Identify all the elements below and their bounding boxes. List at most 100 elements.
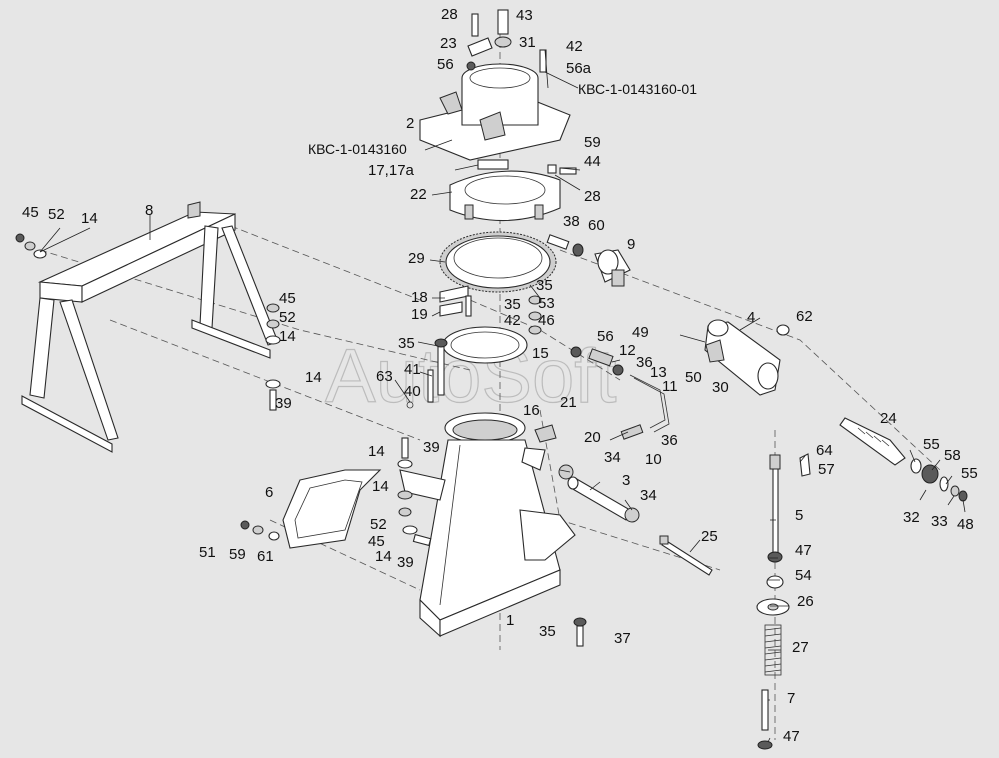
callout-l52b: 52 — [279, 309, 296, 326]
callout-l42a: 42 — [566, 38, 583, 55]
callout-l6: 6 — [265, 484, 273, 501]
callout-l56b: 56а — [566, 60, 592, 77]
part-2-cover — [419, 63, 571, 161]
callout-l28a: 28 — [441, 6, 458, 23]
part-3-shaft — [558, 464, 640, 523]
callout-l56a: 56 — [437, 56, 454, 73]
code-label-00: КВС-1-0143160 — [308, 141, 407, 157]
callout-l54: 54 — [795, 567, 812, 584]
callout-l55a: 55 — [923, 436, 940, 453]
callout-l46: 46 — [538, 312, 555, 329]
callout-l60: 60 — [588, 217, 605, 234]
callout-l14f: 14 — [375, 548, 392, 565]
callout-l41: 41 — [404, 361, 421, 378]
callout-l36b: 36 — [661, 432, 678, 449]
part-8-frame — [21, 201, 279, 453]
callout-l59a: 59 — [584, 134, 601, 151]
callout-l25: 25 — [701, 528, 718, 545]
callout-l19: 19 — [411, 306, 428, 323]
callout-l10: 10 — [645, 451, 662, 468]
code-label-01: КВС-1-0143160-01 — [578, 81, 697, 97]
callout-l53: 53 — [538, 295, 555, 312]
part-6-cover-plate — [282, 469, 382, 549]
callout-l52a: 52 — [48, 206, 65, 223]
callout-l17: 17,17а — [368, 162, 415, 179]
callout-l56c: 56 — [597, 328, 614, 345]
callout-l20: 20 — [584, 429, 601, 446]
callout-l24: 24 — [880, 410, 897, 427]
part-5-rod-assembly — [756, 453, 811, 750]
callout-l62: 62 — [796, 308, 813, 325]
callout-l38: 38 — [563, 213, 580, 230]
parts-18-19-plates — [439, 285, 542, 335]
callout-l3: 3 — [622, 472, 630, 489]
callout-l29: 29 — [408, 250, 425, 267]
callout-l1: 1 — [506, 612, 514, 629]
callout-l47b: 47 — [783, 728, 800, 745]
callout-l9: 9 — [627, 236, 635, 253]
callout-l35d: 35 — [539, 623, 556, 640]
leader-lines — [39, 49, 966, 743]
callout-l51: 51 — [199, 544, 216, 561]
callout-l37: 37 — [614, 630, 631, 647]
callout-l39c: 39 — [397, 554, 414, 571]
callout-l14e: 14 — [372, 478, 389, 495]
part-25-bolt — [659, 535, 713, 576]
callout-l42b: 42 — [504, 312, 521, 329]
callout-l59b: 59 — [229, 546, 246, 563]
callout-l49: 49 — [632, 324, 649, 341]
callout-l16: 16 — [523, 402, 540, 419]
callout-l14d: 14 — [368, 443, 385, 460]
callout-l52c: 52 — [370, 516, 387, 533]
callout-l35c: 35 — [398, 335, 415, 352]
callout-l4: 4 — [747, 309, 755, 326]
callout-l43: 43 — [516, 7, 533, 24]
callout-l48: 48 — [957, 516, 974, 533]
callout-l31: 31 — [519, 34, 536, 51]
callout-l35a: 35 — [536, 277, 553, 294]
parts-16-20-21 — [521, 424, 557, 471]
callout-l64: 64 — [816, 442, 833, 459]
part-24-worm-shaft — [839, 417, 968, 502]
callout-l45b: 45 — [279, 290, 296, 307]
callout-l8: 8 — [145, 202, 153, 219]
callout-l28b: 28 — [584, 188, 601, 205]
callout-l58: 58 — [944, 447, 961, 464]
part-29-gear-ring — [439, 231, 557, 293]
callout-l22: 22 — [410, 186, 427, 203]
callout-l12: 12 — [619, 342, 636, 359]
callout-l14c: 14 — [279, 328, 296, 345]
parts-10-13-fittings — [570, 346, 670, 440]
callout-l21: 21 — [560, 394, 577, 411]
callout-l23: 23 — [440, 35, 457, 52]
callout-l7: 7 — [787, 690, 795, 707]
studs-40-41 — [406, 338, 448, 409]
callout-l2: 2 — [406, 115, 414, 132]
part-17-bar — [477, 159, 509, 170]
callout-l11: 11 — [662, 378, 678, 395]
callout-l5: 5 — [795, 507, 803, 524]
callout-l18: 18 — [411, 289, 428, 306]
callout-l36a: 36 — [636, 354, 653, 371]
callout-l57: 57 — [818, 461, 835, 478]
callout-l27: 27 — [792, 639, 809, 656]
part-37-bolt — [573, 617, 587, 647]
callout-l39b: 39 — [423, 439, 440, 456]
hardware-top — [466, 9, 547, 73]
callout-l13: 13 — [650, 364, 667, 381]
callout-l61: 61 — [257, 548, 274, 565]
callout-l45a: 45 — [22, 204, 39, 221]
part-4-bracket — [704, 319, 781, 396]
callout-l34b: 34 — [640, 487, 657, 504]
callout-l32: 32 — [903, 509, 920, 526]
hardware-left — [15, 233, 790, 547]
callout-l33: 33 — [931, 513, 948, 530]
callout-l39a: 39 — [275, 395, 292, 412]
callout-l15: 15 — [532, 345, 549, 362]
callout-l44: 44 — [584, 153, 601, 170]
callout-l55b: 55 — [961, 465, 978, 482]
part-15-ring — [442, 326, 528, 364]
callout-l47a: 47 — [795, 542, 812, 559]
